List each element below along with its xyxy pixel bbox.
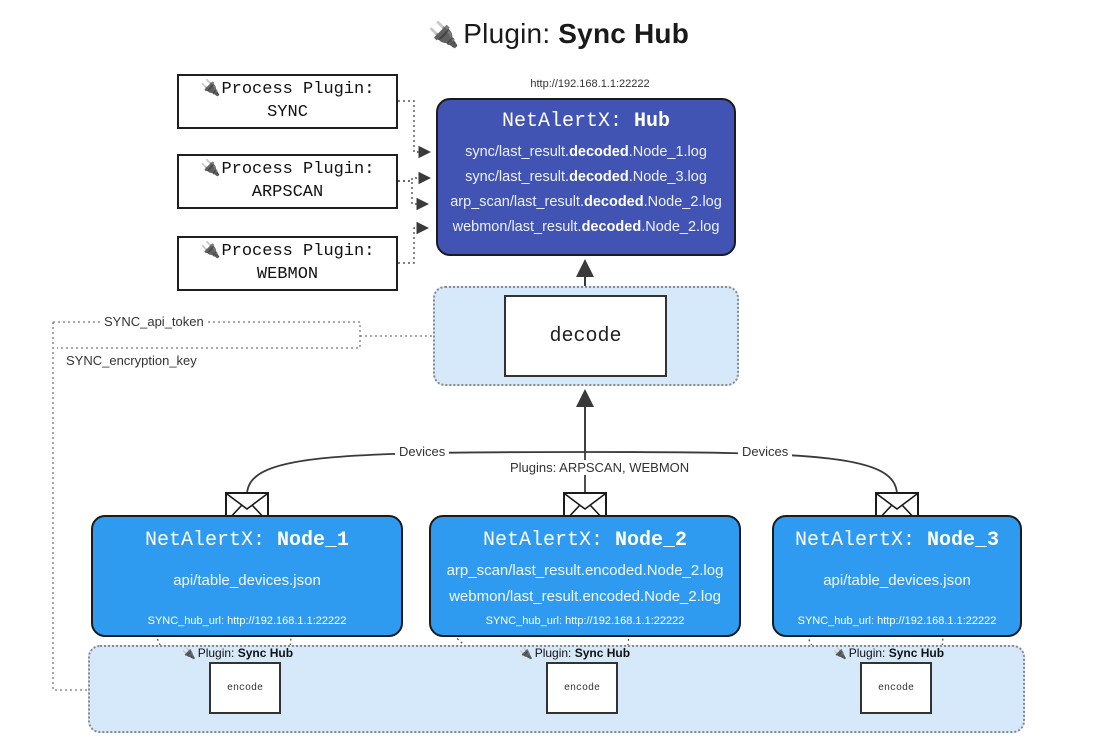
process-plugin-sync[interactable]: 🔌Process Plugin: SYNC	[177, 74, 398, 129]
hub-header-prefix: NetAlertX:	[501, 110, 634, 133]
hub-header-name: Hub	[634, 110, 671, 133]
process-plugin-arpscan[interactable]: 🔌Process Plugin: ARPSCAN	[177, 154, 398, 209]
plug-icon: 🔌	[200, 242, 221, 260]
hub-log-row: arp_scan/last_result.decoded.Node_2.log	[450, 193, 722, 210]
page-title: 🔌Plugin: Sync Hub	[0, 18, 1117, 50]
plug-icon: 🔌	[200, 160, 221, 178]
node-header: NetAlertX: Node_3	[774, 529, 1020, 552]
plug-icon: 🔌	[182, 648, 196, 660]
encode-box[interactable]: encode	[546, 662, 618, 714]
hub-log-row: sync/last_result.decoded.Node_1.log	[465, 144, 707, 160]
edge-label-devices-right: Devices	[738, 444, 793, 459]
node-1[interactable]: NetAlertX: Node_1 api/table_devices.json…	[91, 515, 403, 637]
encode-box[interactable]: encode	[860, 662, 932, 714]
node-2[interactable]: NetAlertX: Node_2 arp_scan/last_result.e…	[429, 515, 741, 637]
node-header: NetAlertX: Node_2	[431, 529, 739, 552]
page-title-name: Sync Hub	[558, 18, 690, 49]
process-plugin-title: Process Plugin:	[221, 80, 375, 100]
plug-icon: 🔌	[833, 648, 847, 660]
node-3[interactable]: NetAlertX: Node_3 api/table_devices.json…	[772, 515, 1022, 637]
node-hub-url: SYNC_hub_url: http://192.168.1.1:22222	[485, 615, 685, 627]
node-header-prefix: NetAlertX:	[482, 529, 615, 552]
hub-url-label: http://192.168.1.1:22222	[530, 78, 650, 90]
process-plugin-webmon[interactable]: 🔌Process Plugin: WEBMON	[177, 236, 398, 291]
node-header-name: Node_3	[927, 529, 1000, 552]
process-plugin-name: ARPSCAN	[251, 183, 324, 202]
plug-icon: 🔌	[519, 648, 533, 660]
encode-box[interactable]: encode	[209, 662, 281, 714]
node-header-prefix: NetAlertX:	[144, 529, 277, 552]
page-title-prefix: Plugin:	[463, 18, 559, 49]
edge-label-devices-left: Devices	[395, 444, 450, 459]
edge-label-plugins-center: Plugins: ARPSCAN, WEBMON	[506, 460, 694, 475]
process-plugin-title: Process Plugin:	[221, 160, 375, 180]
process-plugin-name: WEBMON	[256, 265, 319, 284]
encode-plugin-label: 🔌Plugin: Sync Hub	[833, 646, 945, 660]
plug-icon: 🔌	[200, 80, 221, 98]
hub-log-row: sync/last_result.decoded.Node_3.log	[465, 168, 707, 185]
node-hub-url: SYNC_hub_url: http://192.168.1.1:22222	[797, 615, 997, 627]
node-line: webmon/last_result.encoded.Node_2.log	[449, 588, 721, 606]
node-line: api/table_devices.json	[823, 572, 971, 589]
plug-icon: 🔌	[427, 21, 460, 49]
process-plugin-name: SYNC	[267, 103, 308, 122]
process-plugin-title: Process Plugin:	[221, 242, 375, 262]
edge-label-sync-encryption-key: SYNC_encryption_key	[62, 353, 201, 368]
node-header-name: Node_1	[277, 529, 350, 552]
node-header-prefix: NetAlertX:	[794, 529, 927, 552]
encode-plugin-label: 🔌Plugin: Sync Hub	[519, 646, 631, 660]
hub-header: NetAlertX: Hub	[438, 110, 734, 133]
edge-label-sync-api-token: SYNC_api_token	[100, 314, 208, 329]
hub-log-row: webmon/last_result.decoded.Node_2.log	[452, 218, 720, 235]
node-line: api/table_devices.json	[173, 572, 321, 589]
encode-plugin-label: 🔌Plugin: Sync Hub	[182, 646, 294, 660]
node-hub-url: SYNC_hub_url: http://192.168.1.1:22222	[147, 615, 347, 627]
node-header: NetAlertX: Node_1	[93, 529, 401, 552]
node-line: arp_scan/last_result.encoded.Node_2.log	[446, 562, 724, 579]
node-header-name: Node_2	[615, 529, 688, 552]
decode-box[interactable]: decode	[504, 295, 667, 377]
hub-node[interactable]: NetAlertX: Hub sync/last_result.decoded.…	[436, 98, 736, 256]
